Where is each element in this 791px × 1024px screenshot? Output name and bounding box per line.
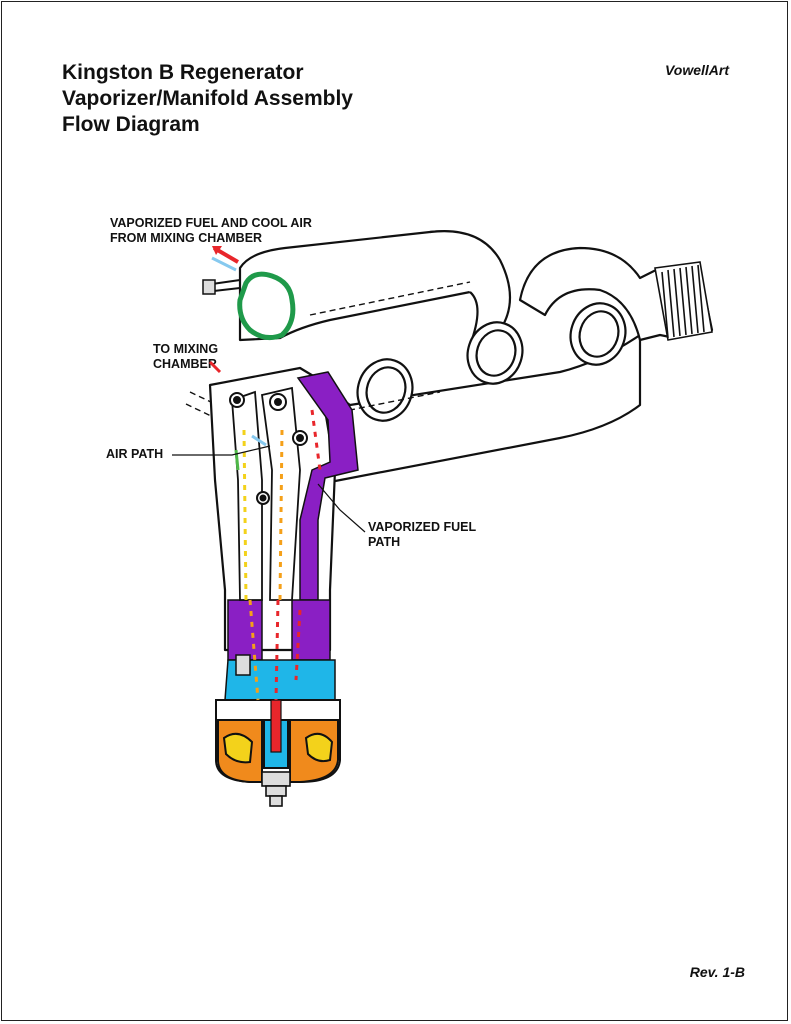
title-line-1: Kingston B Regenerator — [62, 61, 304, 84]
air-path-label: AIR PATH — [106, 447, 164, 461]
vapor-path-label-line1: VAPORIZED FUEL — [368, 520, 477, 534]
exit-arrows — [211, 246, 240, 272]
vapor-path-label: VAPORIZED FUEL PATH — [368, 520, 476, 550]
fuel-air-label-line1: VAPORIZED FUEL AND COOL AIR — [110, 216, 312, 230]
bolt-holes — [229, 392, 308, 505]
lower-bowl — [215, 699, 341, 783]
to-mixing-label: TO MIXING CHAMBER — [153, 342, 218, 372]
diagram-title: Kingston B Regenerator Vaporizer/Manifol… — [62, 60, 353, 138]
manifold-riser — [429, 230, 511, 347]
title-line-2: Vaporizer/Manifold Assembly — [62, 87, 353, 110]
vapor-path-label-line2: PATH — [368, 535, 401, 549]
inner-channels — [231, 386, 301, 601]
gasket-ring — [237, 271, 296, 341]
title-line-3: Flow Diagram — [62, 113, 200, 136]
fuel-air-label-line2: FROM MIXING CHAMBER — [110, 231, 263, 245]
bottom-nozzle — [261, 771, 291, 807]
stud-nut — [202, 279, 216, 295]
port-ring-2 — [466, 321, 524, 385]
fuel-air-label: VAPORIZED FUEL AND COOL AIR FROM MIXING … — [110, 216, 312, 246]
sensor-plug — [235, 654, 251, 676]
brand-mark: VowellArt — [664, 62, 729, 78]
port-ring-3 — [569, 302, 627, 366]
port-rings — [356, 302, 627, 422]
leader-lines — [172, 445, 366, 533]
flow-arrows — [242, 409, 322, 701]
to-mixing-label-line2: CHAMBER — [153, 357, 217, 371]
to-mixing-label-line1: TO MIXING — [153, 342, 219, 356]
green-arrow — [234, 449, 240, 471]
to-mixing-arrow — [208, 360, 222, 374]
threaded-fitting — [654, 261, 713, 341]
air-arrow — [251, 434, 267, 447]
revision-label: Rev. 1-B — [689, 964, 745, 980]
